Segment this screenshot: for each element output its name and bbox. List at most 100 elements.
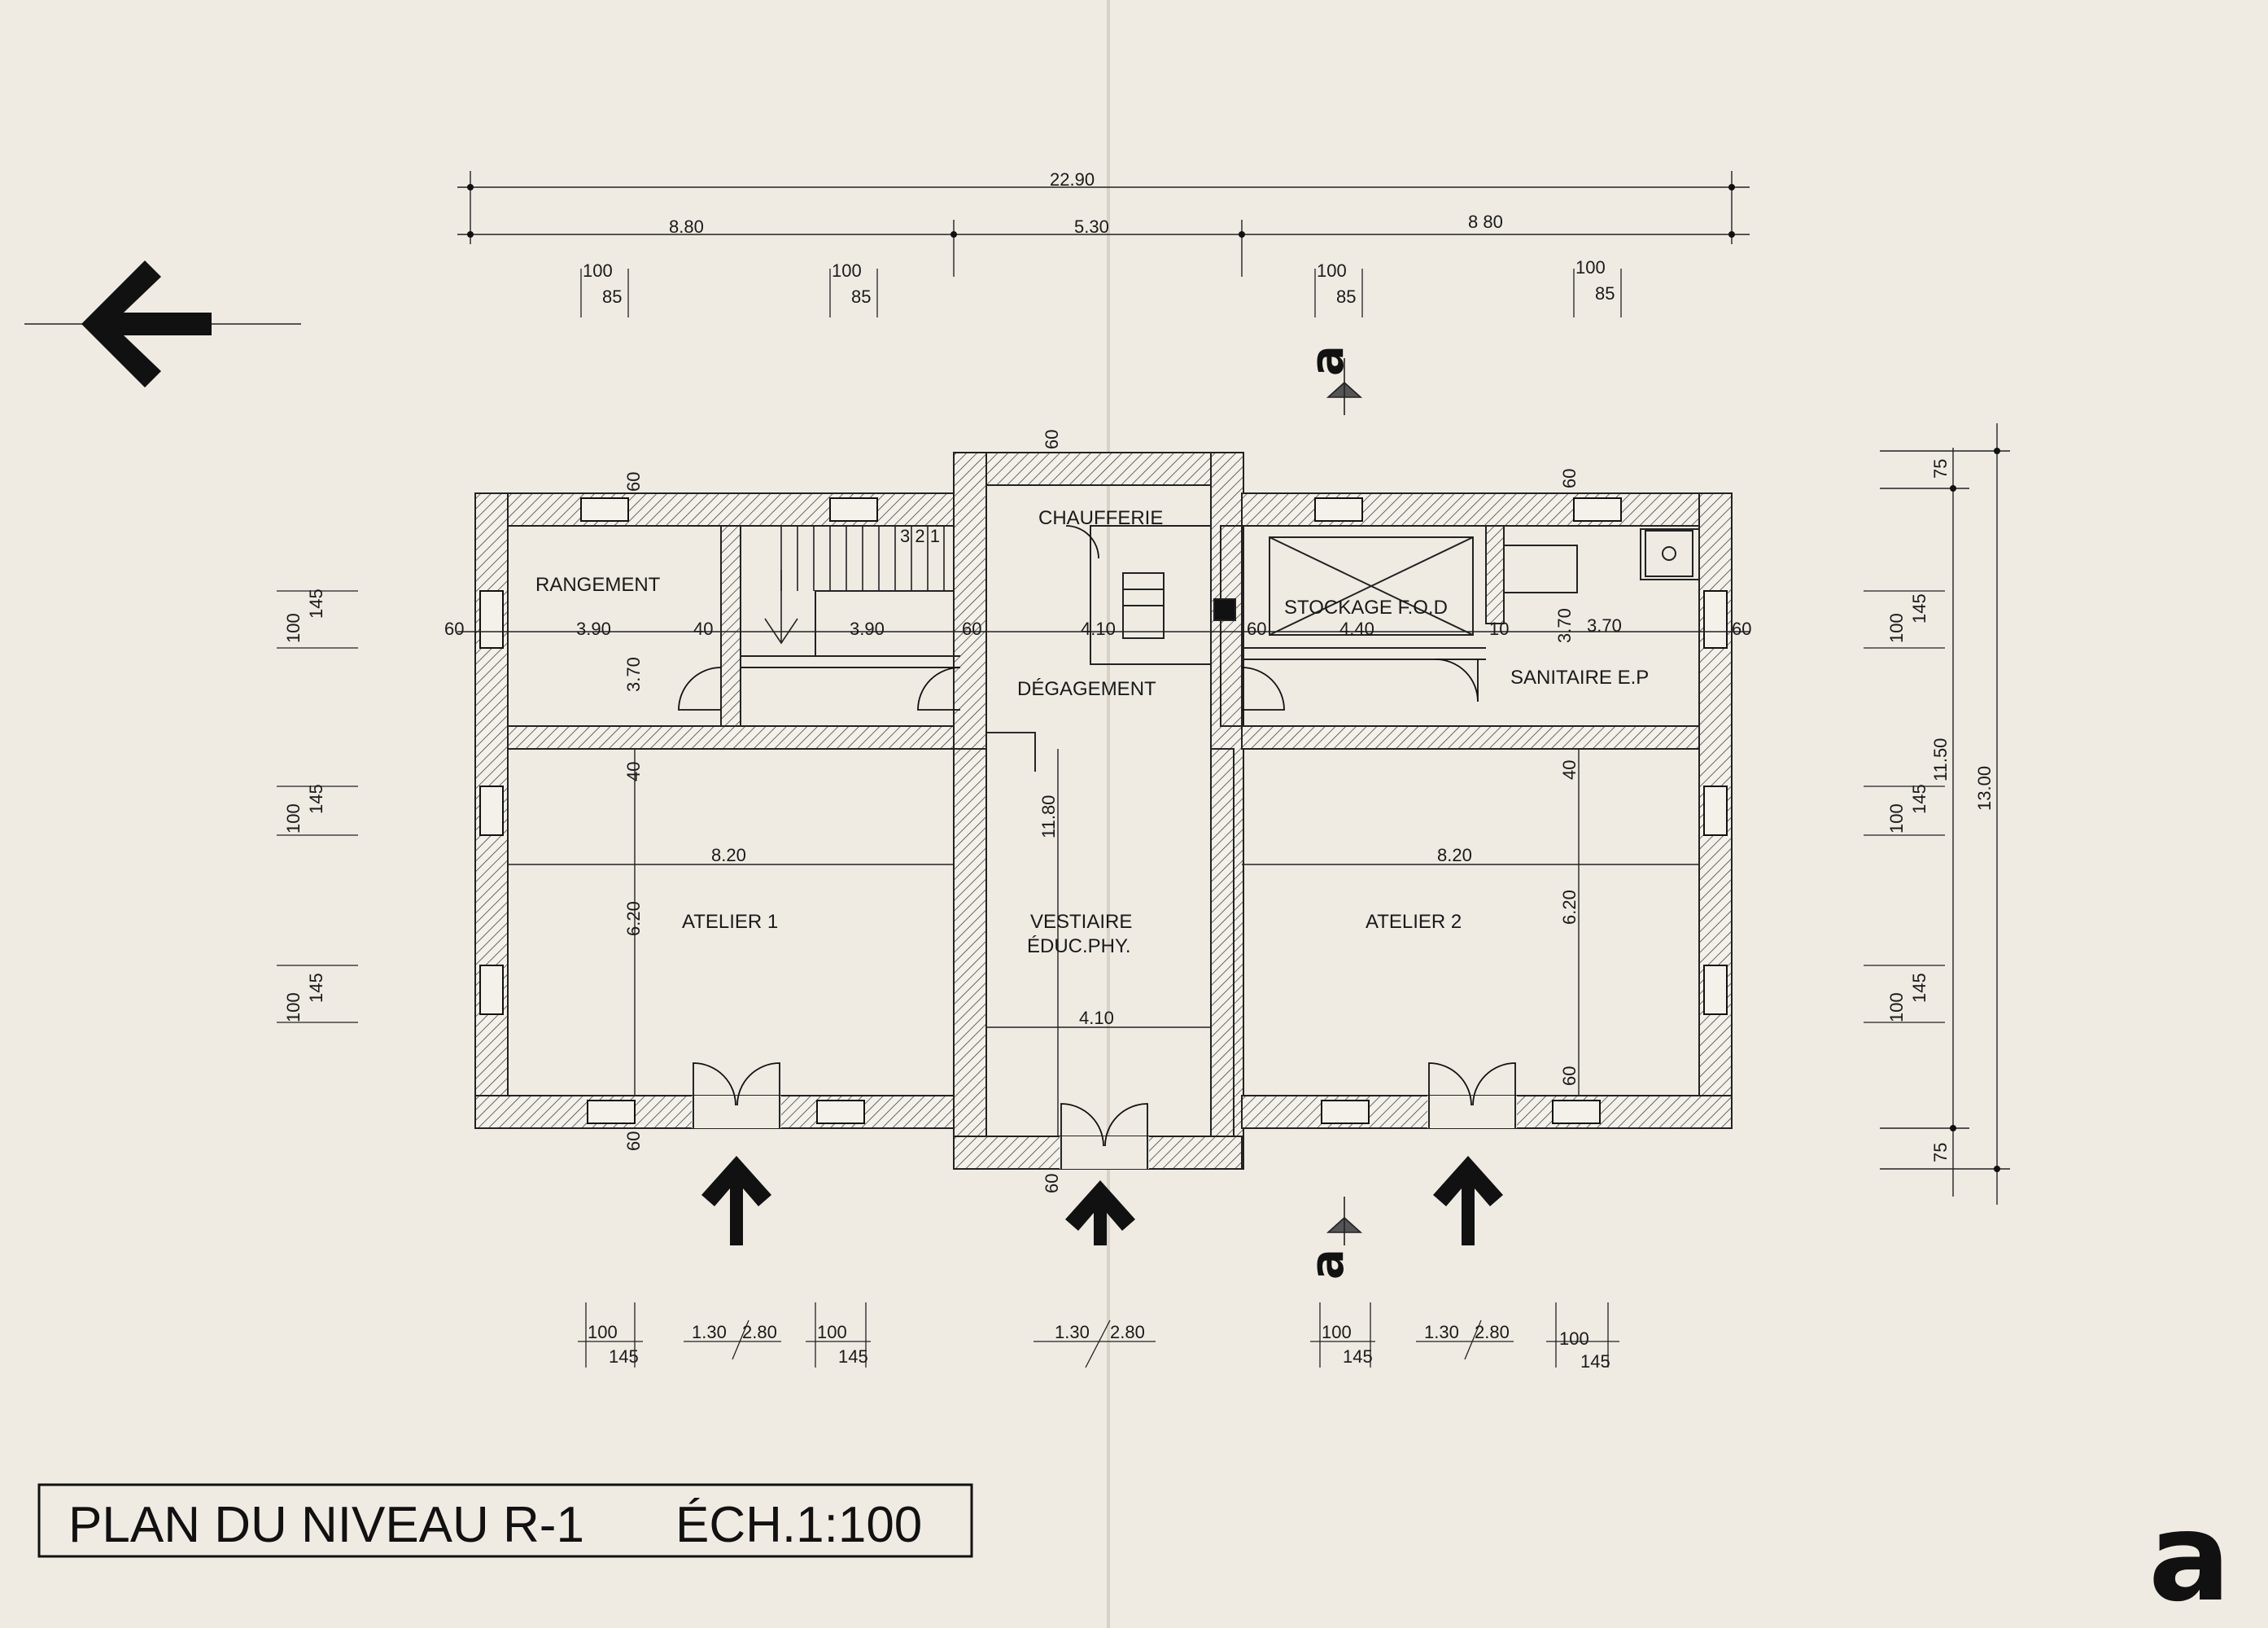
dim-window: 100 bbox=[283, 613, 304, 643]
dim-room: 6.20 bbox=[623, 901, 644, 936]
dim-depth-1300: 13.00 bbox=[1974, 766, 1995, 811]
dim-margin-75: 75 bbox=[1930, 1143, 1951, 1162]
dim-room: 4.10 bbox=[1079, 1008, 1114, 1028]
dim-window: 100 bbox=[1886, 992, 1907, 1022]
room-label-educ-phy: ÉDUC.PHY. bbox=[1027, 935, 1131, 957]
dim-door: 1.30 bbox=[1055, 1322, 1090, 1342]
dim-room: 8.20 bbox=[1437, 845, 1472, 865]
dim-wall: 40 bbox=[623, 762, 644, 781]
dim-wall: 40 bbox=[693, 619, 713, 639]
dim-window: 100 bbox=[1575, 257, 1606, 278]
sheet-letter: a bbox=[2148, 1487, 2231, 1628]
dim-window: 100 bbox=[1322, 1322, 1352, 1342]
dim-window: 100 bbox=[283, 992, 304, 1022]
room-label-vestiaire: VESTIAIRE bbox=[1030, 911, 1132, 933]
dim-room: 3.90 bbox=[576, 619, 611, 639]
dim-wall: 60 bbox=[1042, 1174, 1062, 1193]
dimension-ticks bbox=[467, 184, 2000, 1172]
dim-wall: 60 bbox=[1042, 430, 1062, 449]
dim-wall: 60 bbox=[1732, 619, 1751, 639]
dim-window: 100 bbox=[583, 260, 613, 281]
title-block bbox=[37, 1483, 973, 1558]
arrow-up-icon bbox=[1065, 1180, 1135, 1245]
dim-window: 145 bbox=[1909, 973, 1929, 1003]
dim-window: 145 bbox=[1909, 593, 1929, 624]
dim-room: 6.20 bbox=[1559, 890, 1580, 925]
dim-left-wing: 8.80 bbox=[669, 217, 704, 237]
dim-window: 100 bbox=[832, 260, 862, 281]
room-label-chaufferie: CHAUFFERIE bbox=[1038, 507, 1163, 529]
dim-door: 2.80 bbox=[1110, 1322, 1145, 1342]
dim-room: 3.70 bbox=[1587, 615, 1622, 636]
plan-scale: ÉCH.1:100 bbox=[675, 1497, 922, 1553]
interior-dimension-lines bbox=[457, 631, 1750, 1136]
window-callouts-bottom bbox=[578, 1302, 1619, 1368]
shower-icon bbox=[1645, 530, 1693, 577]
room-label-atelier-2: ATELIER 2 bbox=[1366, 911, 1462, 933]
dim-wall: 60 bbox=[623, 472, 644, 492]
room-label-rangement: RANGEMENT bbox=[535, 574, 661, 596]
dim-window: 145 bbox=[306, 589, 326, 619]
dim-door: 2.80 bbox=[1475, 1322, 1510, 1342]
window-callouts-top bbox=[580, 269, 1622, 317]
dim-wall: 60 bbox=[1247, 619, 1266, 639]
section-marker-label: a bbox=[1301, 345, 1354, 376]
dim-right-wing: 8 80 bbox=[1468, 212, 1503, 232]
dim-overall-width: 22.90 bbox=[1050, 169, 1095, 190]
dim-wall: 40 bbox=[1559, 760, 1580, 780]
dim-window: 145 bbox=[1580, 1351, 1610, 1372]
dim-window: 100 bbox=[1886, 803, 1907, 834]
dim-door: 2.80 bbox=[742, 1322, 777, 1342]
section-marker-label: a bbox=[1301, 1249, 1354, 1280]
window-callouts-sides bbox=[277, 590, 1945, 1023]
arrow-up-icon bbox=[701, 1156, 771, 1245]
dim-room: 3.70 bbox=[623, 657, 644, 692]
dim-window: 145 bbox=[1909, 784, 1929, 814]
dim-room: 3.70 bbox=[1554, 608, 1575, 643]
windows bbox=[479, 497, 1728, 1124]
dim-window: 85 bbox=[602, 287, 622, 307]
dim-room: 8.20 bbox=[711, 845, 746, 865]
dim-wall: 60 bbox=[1559, 469, 1580, 488]
dim-window: 145 bbox=[306, 784, 326, 814]
dim-window: 100 bbox=[817, 1322, 847, 1342]
dim-wall: 60 bbox=[1559, 1066, 1580, 1086]
dim-room: 4.10 bbox=[1081, 619, 1116, 639]
dim-wall: 60 bbox=[962, 619, 981, 639]
dim-window: 85 bbox=[1595, 283, 1615, 304]
dim-wall: 10 bbox=[1489, 619, 1509, 639]
dim-window: 100 bbox=[1886, 613, 1907, 643]
boiler-icon bbox=[1122, 572, 1236, 639]
dim-window: 100 bbox=[1559, 1328, 1589, 1349]
dim-window: 85 bbox=[851, 287, 871, 307]
dim-door: 1.30 bbox=[1424, 1322, 1459, 1342]
room-label-degagement: DÉGAGEMENT bbox=[1017, 678, 1156, 700]
arrow-left-icon bbox=[24, 260, 301, 387]
dim-window: 145 bbox=[306, 973, 326, 1003]
dim-window: 100 bbox=[1317, 260, 1347, 281]
staircase bbox=[764, 526, 945, 645]
doors bbox=[678, 525, 1517, 1169]
dim-center: 5.30 bbox=[1074, 217, 1109, 237]
plan-title: PLAN DU NIVEAU R-1 bbox=[68, 1497, 584, 1553]
dim-room: 4.40 bbox=[1339, 619, 1374, 639]
building-walls bbox=[474, 452, 1733, 1170]
dim-window: 145 bbox=[609, 1346, 639, 1367]
dim-wall: 60 bbox=[623, 1131, 644, 1151]
dim-window: 100 bbox=[283, 803, 304, 834]
stair-step-numbers: 3 2 1 bbox=[900, 526, 940, 546]
dim-door: 1.30 bbox=[692, 1322, 727, 1342]
room-label-atelier-1: ATELIER 1 bbox=[682, 911, 778, 933]
section-marker-icon bbox=[1326, 358, 1363, 1245]
dim-room: 11.80 bbox=[1038, 795, 1059, 838]
dim-depth-1150: 11.50 bbox=[1930, 738, 1951, 781]
room-label-stockage: STOCKAGE F.O.D bbox=[1284, 597, 1448, 619]
dim-wall: 60 bbox=[444, 619, 464, 639]
dim-window: 145 bbox=[838, 1346, 868, 1367]
dim-room: 3.90 bbox=[850, 619, 885, 639]
arrow-up-icon bbox=[1433, 1156, 1503, 1245]
dim-window: 145 bbox=[1343, 1346, 1373, 1367]
dim-margin-75: 75 bbox=[1930, 459, 1951, 479]
dim-window: 100 bbox=[588, 1322, 618, 1342]
